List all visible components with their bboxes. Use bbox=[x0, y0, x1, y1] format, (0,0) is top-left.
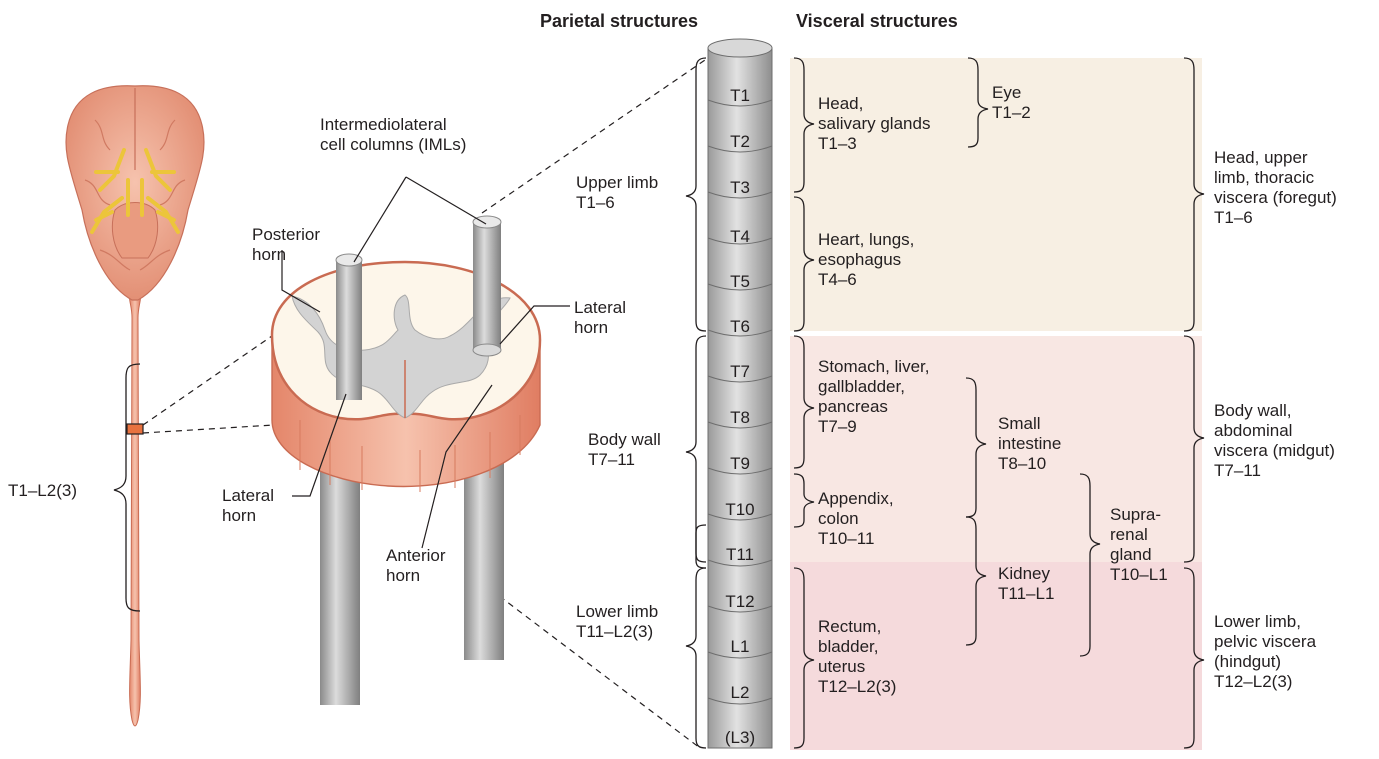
upper-limb-label: Upper limb T1–6 bbox=[576, 173, 658, 213]
rectum-label: Rectum, bladder, uterus T12–L2(3) bbox=[818, 617, 896, 697]
head-label: Head, salivary glands T1–3 bbox=[818, 94, 930, 154]
segment-label: T8 bbox=[705, 408, 775, 428]
segment-label: T9 bbox=[705, 454, 775, 474]
segment-label: T6 bbox=[705, 317, 775, 337]
segment-label: T7 bbox=[705, 362, 775, 382]
small-intestine-label: Small intestine T8–10 bbox=[998, 414, 1061, 474]
lateral-horn-right-label: Lateral horn bbox=[574, 298, 626, 338]
kidney-label: Kidney T11–L1 bbox=[998, 564, 1054, 604]
foregut-label: Head, upper limb, thoracic viscera (fore… bbox=[1214, 148, 1337, 228]
brain-and-spinal-cord bbox=[66, 86, 204, 726]
parietal-header: Parietal structures bbox=[540, 11, 698, 32]
cord-range-label: T1–L2(3) bbox=[8, 481, 77, 501]
segment-label: T5 bbox=[705, 272, 775, 292]
segment-window bbox=[127, 424, 143, 434]
midgut-label: Body wall, abdominal viscera (midgut) T7… bbox=[1214, 401, 1335, 481]
anterior-horn-label: Anterior horn bbox=[386, 546, 446, 586]
segment-label: T11 bbox=[705, 545, 775, 565]
segment-label: T10 bbox=[705, 500, 775, 520]
posterior-horn-label: Posterior horn bbox=[252, 225, 320, 265]
segment-label: T12 bbox=[705, 592, 775, 612]
stomach-label: Stomach, liver, gallbladder, pancreas T7… bbox=[818, 357, 930, 437]
eye-label: Eye T1–2 bbox=[992, 83, 1031, 123]
suprarenal-label: Supra- renal gland T10–L1 bbox=[1110, 505, 1168, 585]
segment-label: L1 bbox=[705, 637, 775, 657]
visceral-header: Visceral structures bbox=[796, 11, 958, 32]
iml-label: Intermediolateral cell columns (IMLs) bbox=[320, 115, 466, 155]
segment-label: T4 bbox=[705, 227, 775, 247]
body-wall-label: Body wall T7–11 bbox=[588, 430, 661, 470]
segment-label: L2 bbox=[705, 683, 775, 703]
lower-limb-label: Lower limb T11–L2(3) bbox=[576, 602, 658, 642]
hindgut-label: Lower limb, pelvic viscera (hindgut) T12… bbox=[1214, 612, 1316, 692]
cord-cross-section bbox=[272, 216, 540, 705]
segment-label: T1 bbox=[705, 86, 775, 106]
segment-label: T2 bbox=[705, 132, 775, 152]
lateral-horn-left-label: Lateral horn bbox=[222, 486, 274, 526]
segment-label: T3 bbox=[705, 178, 775, 198]
appendix-label: Appendix, colon T10–11 bbox=[818, 489, 894, 549]
heart-label: Heart, lungs, esophagus T4–6 bbox=[818, 230, 914, 290]
segment-label: (L3) bbox=[705, 728, 775, 748]
